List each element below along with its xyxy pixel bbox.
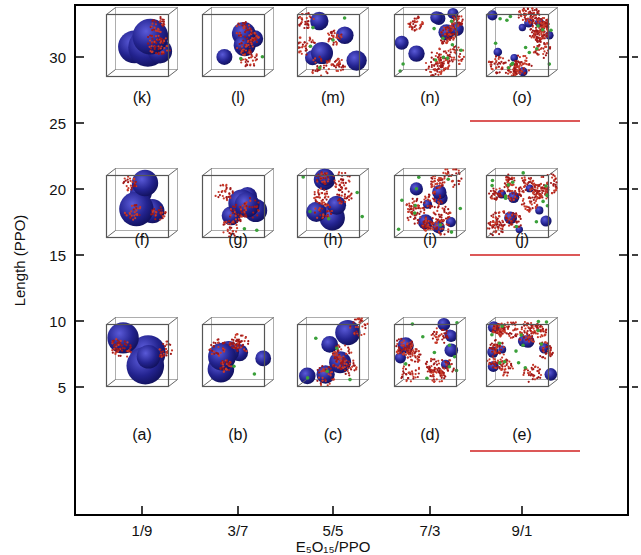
panel-label: (e) [512,427,532,443]
panel-label: (h) [323,232,343,248]
panel-label: (k) [133,90,152,106]
tick-label: 10 [49,314,66,329]
snapshot-cube [297,8,368,77]
tick-label: 7/3 [420,523,441,538]
snapshot-cube [395,8,466,77]
panel-label: (o) [512,90,532,106]
panel-label: (b) [228,427,248,443]
snapshot-cube [203,8,274,77]
snapshot-cube [298,317,369,386]
snapshot-cube [107,169,178,238]
tick-label: 15 [49,248,66,263]
panel-label: (l) [231,90,245,106]
tick-label: 25 [49,116,66,131]
panel-label: (m) [321,90,345,106]
snapshot-cube [107,318,178,387]
tick-label: 9/1 [512,523,533,538]
panel-label: (g) [228,232,248,248]
axis-title: Length (PPO) [13,214,28,306]
panel-label: (c) [324,427,343,443]
snapshot-cube [487,169,558,238]
panel-label: (d) [420,427,440,443]
snapshot-cube [487,7,558,76]
snapshot-cube [107,8,178,77]
axis-ticks [75,57,638,515]
panel-label: (j) [515,232,529,248]
tick-label: 3/7 [228,523,249,538]
tick-label: 5 [58,380,66,395]
tick-label: 30 [49,50,66,65]
panel-label: (f) [134,232,149,248]
tick-label: 20 [49,182,66,197]
snapshot-cube [395,168,466,237]
tick-label: 1/9 [132,523,153,538]
snapshot-cube [486,318,557,387]
snapshot-group [107,7,558,386]
axis-title: E₅O₁₅/PPO [296,539,371,554]
tick-label: 5/5 [323,523,344,538]
snapshot-cube [203,318,274,387]
snapshot-cube [203,169,274,238]
panel-label: (a) [132,427,152,443]
snapshot-cube [298,169,369,238]
panel-label: (i) [423,232,437,248]
plot-frame [75,5,628,515]
snapshot-cube [395,318,466,387]
scale-bars [470,121,580,451]
panel-label: (n) [420,90,440,106]
